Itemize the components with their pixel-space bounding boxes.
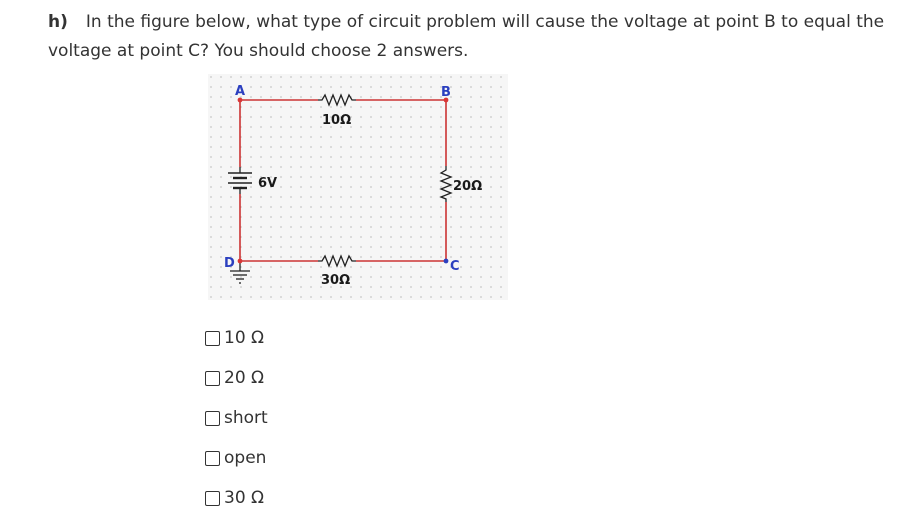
- checkbox-20-ohm[interactable]: [205, 370, 220, 386]
- option-open[interactable]: open: [205, 438, 268, 478]
- option-30-ohm[interactable]: 30 Ω: [205, 478, 268, 518]
- option-label: open: [224, 448, 267, 468]
- resistor-bottom: [318, 254, 356, 268]
- option-label: 30 Ω: [224, 488, 265, 508]
- checkbox-30-ohm[interactable]: [205, 490, 220, 506]
- option-label: 10 Ω: [224, 328, 265, 348]
- label-battery: 6V: [258, 176, 277, 191]
- node-a: [237, 97, 243, 103]
- node-c: [443, 258, 449, 264]
- grid-dots: [208, 74, 508, 300]
- resistor-top: [318, 93, 356, 107]
- option-short[interactable]: short: [205, 398, 268, 438]
- checkbox-10-ohm[interactable]: [205, 330, 220, 346]
- checkbox-short[interactable]: [205, 410, 220, 426]
- point-label-d: D: [224, 256, 235, 271]
- circuit-wires: [239, 99, 447, 262]
- point-label-c: C: [450, 259, 460, 274]
- node-b: [443, 97, 449, 103]
- battery-symbol: [228, 167, 252, 194]
- label-resistor-top: 10Ω: [322, 113, 351, 128]
- circuit-diagram: A B C D 10Ω 20Ω 30Ω 6V: [208, 74, 508, 300]
- point-label-a: A: [235, 84, 245, 99]
- answer-options: 10 Ω 20 Ω short open 30 Ω: [205, 318, 268, 518]
- node-d: [237, 258, 243, 264]
- option-label: 20 Ω: [224, 368, 265, 388]
- label-resistor-right: 20Ω: [453, 179, 482, 194]
- option-20-ohm[interactable]: 20 Ω: [205, 358, 268, 398]
- checkbox-open[interactable]: [205, 450, 220, 466]
- option-label: short: [224, 408, 268, 428]
- label-resistor-bottom: 30Ω: [321, 273, 350, 288]
- question-text: h)In the figure below, what type of circ…: [48, 8, 908, 66]
- option-10-ohm[interactable]: 10 Ω: [205, 318, 268, 358]
- circuit-figure: A B C D 10Ω 20Ω 30Ω 6V: [208, 74, 508, 300]
- question-body: In the figure below, what type of circui…: [48, 12, 885, 61]
- resistor-right: [439, 166, 453, 202]
- question-number: h): [48, 12, 68, 32]
- point-label-b: B: [441, 85, 451, 100]
